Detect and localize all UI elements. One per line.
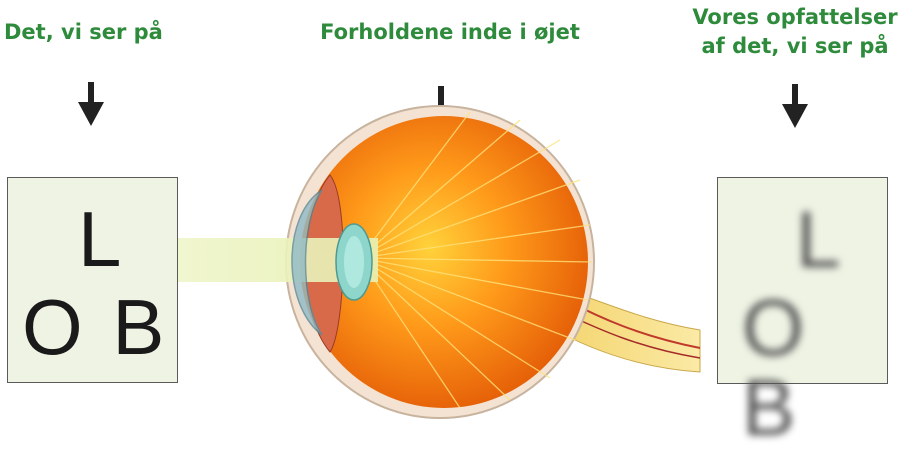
perceived-letters-bottom: O B — [742, 288, 887, 448]
object-letter-top: L — [78, 200, 121, 278]
object-card: L O B — [7, 177, 178, 383]
object-letters-bottom: O B — [22, 288, 168, 366]
perception-card: L O B — [717, 177, 888, 384]
perceived-letter-top: L — [796, 200, 841, 280]
